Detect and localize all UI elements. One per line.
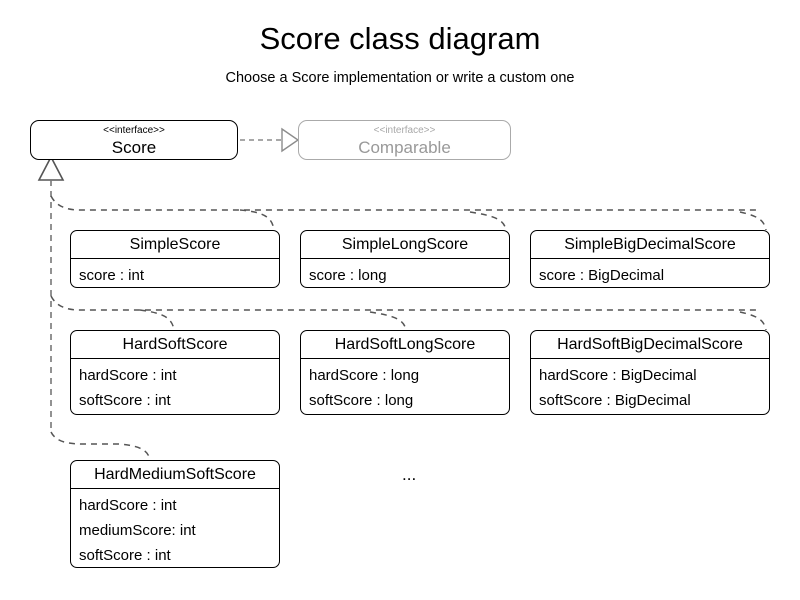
class-attribute: score : BigDecimal	[539, 267, 665, 284]
class-attributes: hardScore : int mediumScore: int softScore…	[71, 489, 279, 567]
branch-drop-hardmediumsoftscore	[50, 431, 151, 461]
branch-drop-simplelongscore	[469, 211, 507, 231]
branch-bus-row2	[50, 295, 760, 311]
class-attribute: mediumScore: int	[79, 522, 196, 539]
class-attribute: hardScore : int	[79, 367, 177, 384]
class-attributes: hardScore : BigDecimal softScore : BigDec…	[531, 359, 769, 413]
class-attribute: hardScore : int	[79, 497, 177, 514]
class-title: HardSoftScore	[71, 331, 279, 359]
interface-name: Comparable	[358, 138, 451, 157]
branch-drop-hardsoftlongscore	[369, 311, 407, 331]
class-attributes: score : BigDecimal	[531, 259, 769, 287]
class-attributes: score : long	[301, 259, 509, 287]
interface-stereotype: <<interface>>	[373, 125, 436, 136]
class-attribute: softScore : int	[79, 547, 171, 564]
class-box-hardmediumsoftscore[interactable]: HardMediumSoftScore hardScore : int mediu…	[70, 460, 280, 568]
branch-drop-simplescore	[239, 209, 275, 231]
more-classes-ellipsis: ...	[402, 465, 417, 484]
hollow-triangle-arrowhead-comparable	[281, 127, 300, 153]
class-title: SimpleScore	[71, 231, 279, 259]
generalization-branch-row1	[50, 195, 767, 231]
class-attribute: softScore : int	[79, 392, 171, 409]
class-attribute: score : long	[309, 267, 387, 284]
class-title: HardSoftLongScore	[301, 331, 509, 359]
interface-name: Score	[111, 138, 157, 157]
class-attributes: hardScore : long softScore : long	[301, 359, 509, 413]
interface-box-comparable[interactable]: <<interface>> Comparable	[298, 120, 511, 160]
class-box-simplescore[interactable]: SimpleScore score : int	[70, 230, 280, 288]
generalization-branch-row2	[50, 295, 767, 331]
page-title: Score class diagram	[259, 21, 541, 56]
class-attributes: hardScore : int softScore : int	[71, 359, 279, 413]
class-attribute: hardScore : BigDecimal	[539, 367, 697, 384]
class-attribute: hardScore : long	[309, 367, 420, 384]
interface-box-score[interactable]: <<interface>> Score	[30, 120, 238, 160]
class-box-hardsoftbigdecimalscore[interactable]: HardSoftBigDecimalScore hardScore : BigD…	[530, 330, 770, 415]
class-box-hardsoftscore[interactable]: HardSoftScore hardScore : int softScore :…	[70, 330, 280, 415]
class-title: HardMediumSoftScore	[71, 461, 279, 489]
branch-drop-hardsoftbigdecimalscore	[739, 311, 767, 331]
interface-stereotype: <<interface>>	[103, 125, 165, 136]
generalization-branch-row3	[50, 431, 151, 461]
class-attribute: score : int	[79, 267, 145, 284]
class-attribute: softScore : long	[309, 392, 414, 409]
class-box-hardsoftlongscore[interactable]: HardSoftLongScore hardScore : long softSc…	[300, 330, 510, 415]
class-title: SimpleLongScore	[301, 231, 509, 259]
class-box-simplelongscore[interactable]: SimpleLongScore score : long	[300, 230, 510, 288]
class-attribute: softScore : BigDecimal	[539, 392, 691, 409]
page-subtitle: Choose a Score implementation or write a…	[225, 70, 575, 86]
class-title: HardSoftBigDecimalScore	[531, 331, 769, 359]
branch-bus-row1	[50, 195, 760, 211]
class-title: SimpleBigDecimalScore	[531, 231, 769, 259]
branch-drop-simplebigdecimalscore	[739, 211, 767, 231]
class-box-simplebigdecimalscore[interactable]: SimpleBigDecimalScore score : BigDecimal	[530, 230, 770, 288]
realization-score-to-comparable	[240, 127, 300, 153]
branch-drop-hardsoftscore	[139, 309, 175, 331]
class-attributes: score : int	[71, 259, 279, 287]
